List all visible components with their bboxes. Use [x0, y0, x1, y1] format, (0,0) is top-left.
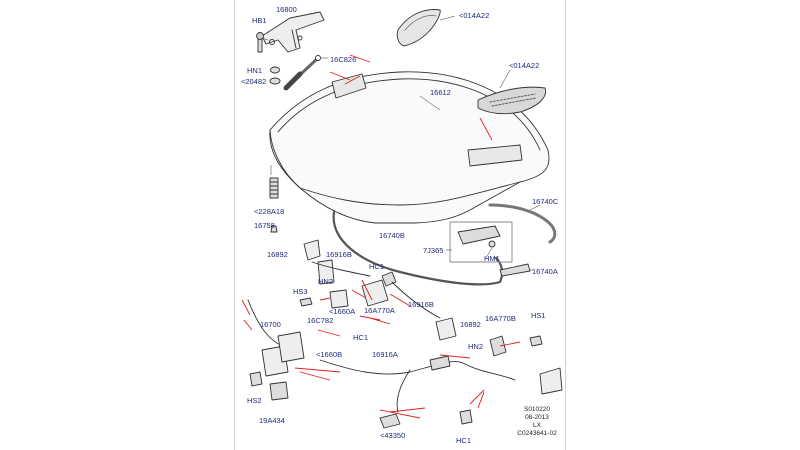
- label-hs1: HS1: [531, 311, 546, 320]
- hinge-assembly: [261, 11, 325, 91]
- label-16740b: 16740B: [379, 231, 405, 240]
- footer-line-3: LX: [533, 422, 541, 429]
- label-16916a: 16916A: [372, 350, 398, 359]
- label-16c782: 16C782: [307, 316, 334, 325]
- label-20482: <20482: [241, 77, 267, 86]
- label-014a22-top: <014A22: [459, 11, 490, 20]
- label-hs3: HS3: [293, 287, 308, 296]
- label-16612: 16612: [430, 88, 451, 97]
- label-16a770a: 16A770A: [364, 306, 395, 315]
- label-hn1: HN1: [247, 66, 263, 75]
- label-16a770b: 16A770B: [485, 314, 516, 323]
- label-16916b-top: 16916B: [326, 250, 352, 259]
- label-16740a: 16740A: [532, 267, 558, 276]
- label-1660a: <1660A: [329, 307, 356, 316]
- label-hs2: HS2: [247, 396, 262, 405]
- label-43350: <43350: [380, 431, 406, 440]
- label-hc1-bottom: HC1: [456, 436, 472, 445]
- label-014a22-right: <014A22: [509, 61, 540, 70]
- label-1660b: <1660B: [316, 350, 343, 359]
- label-hc1-top: HC1: [369, 262, 385, 271]
- vent-top: [396, 9, 441, 47]
- label-hb1: HB1: [252, 16, 267, 25]
- lower-latch: [247, 299, 563, 429]
- label-hc1-mid: HC1: [353, 333, 369, 342]
- label-19a434: 19A434: [259, 416, 285, 425]
- label-16892-right: 16892: [460, 320, 481, 329]
- diagram-frame: [234, 0, 566, 450]
- label-228a18: <228A18: [254, 207, 285, 216]
- label-16758: 16758: [254, 221, 275, 230]
- label-16740c: 16740C: [532, 197, 559, 206]
- label-hn2-right: HN2: [468, 342, 484, 351]
- label-7j365: 7J365: [423, 246, 444, 255]
- label-16700: 16700: [260, 320, 281, 329]
- label-hn2-left: HN2: [318, 277, 334, 286]
- release-cable-latch: [299, 239, 457, 341]
- label-16916b-mid: 16916B: [408, 300, 434, 309]
- label-16892-left: 16892: [267, 250, 288, 259]
- label-hm1: HM1: [484, 254, 500, 263]
- footer-line-4: C0243641-02: [517, 430, 557, 437]
- footer-code: S010220 08-2013 LX C0243641-02: [502, 406, 572, 438]
- label-16c826: 16C826: [330, 55, 357, 64]
- footer-line-1: S010220: [523, 406, 551, 413]
- vent-right: [477, 86, 547, 115]
- hood-panel: [269, 71, 550, 224]
- label-16800: 16800: [276, 5, 297, 14]
- footer-line-2: 08-2013: [525, 414, 549, 421]
